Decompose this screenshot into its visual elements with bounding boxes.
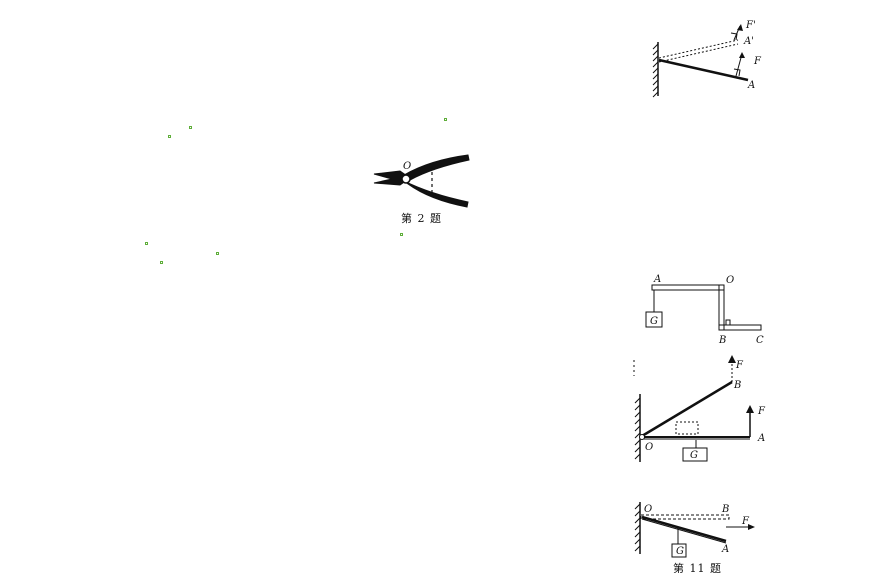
label-b: B <box>721 504 729 515</box>
lever-bar <box>658 25 749 82</box>
figure-caption: 第 2 题 <box>401 212 442 225</box>
bent-lever-figure: A O G B C <box>640 272 775 350</box>
label-b: B <box>718 335 726 346</box>
wall <box>634 502 641 554</box>
marker-dot <box>168 135 171 138</box>
label-g: G <box>676 546 684 557</box>
lever-bars <box>641 361 751 448</box>
marker-dot <box>400 233 403 236</box>
force-f-arrowhead <box>748 524 755 530</box>
label-g: G <box>690 450 698 461</box>
figure-caption: 第 11 题 <box>673 562 722 573</box>
bent-lever-frame <box>651 284 762 331</box>
label-a: A <box>747 80 755 91</box>
label-a: A <box>653 274 661 285</box>
label-f: F <box>757 406 766 417</box>
label-a: A <box>757 433 765 444</box>
marker-dot <box>145 242 148 245</box>
label-f: F <box>753 56 762 67</box>
label-o: O <box>726 275 734 286</box>
label-o: O <box>645 442 653 453</box>
point-o-label: O <box>403 161 411 172</box>
force-f-top-arrowhead <box>728 355 736 363</box>
marker-dot <box>216 252 219 255</box>
label-o: O <box>644 504 652 515</box>
bar-forces-figure: F' A' F A <box>650 20 770 100</box>
label-g: G <box>650 316 658 327</box>
dashed-weight-box <box>675 421 699 435</box>
weight-box <box>671 543 687 558</box>
weight-box <box>682 447 708 462</box>
pivot-o <box>639 434 645 440</box>
question-11-figure: O B F G A 第 11 题 <box>630 496 770 573</box>
label-a: A <box>721 544 729 555</box>
label-f-prime: F' <box>745 20 756 31</box>
marker-dot <box>444 118 447 121</box>
label-a-prime: A' <box>743 36 754 47</box>
marker-dot <box>189 126 192 129</box>
lever-pair-figure: F B F A O G <box>628 352 778 464</box>
marker-dot <box>160 261 163 264</box>
label-f-top: F <box>735 360 744 371</box>
wall <box>634 394 641 462</box>
scissors-drawing <box>373 154 470 208</box>
lever-bars <box>640 514 750 544</box>
scissors-figure: O 第 2 题 <box>370 150 475 225</box>
label-f: F <box>741 516 750 527</box>
label-c: C <box>756 335 764 346</box>
weight-box <box>645 311 663 328</box>
force-f-arrowhead <box>739 52 745 58</box>
force-f-prime-arrowhead <box>737 24 743 31</box>
label-b: B <box>733 380 741 391</box>
force-f-arrowhead <box>746 405 754 413</box>
wall <box>652 42 659 98</box>
